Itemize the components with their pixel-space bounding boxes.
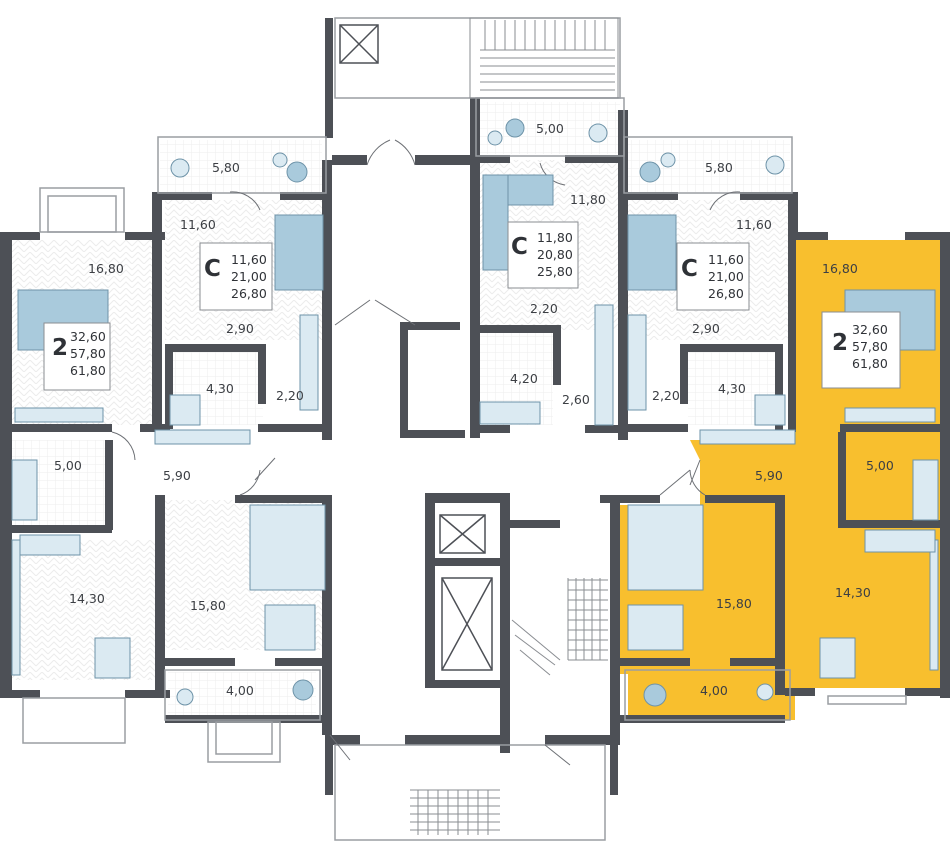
room-area-label: 15,80	[190, 598, 226, 613]
room-area-label: 2,20	[652, 388, 680, 403]
apartment-card-center-studio[interactable]: С 11,80 20,80 25,80	[507, 221, 579, 289]
room-area-label: 14,30	[835, 585, 871, 600]
room-area-label: 4,30	[718, 381, 746, 396]
room-area-label: 4,20	[510, 371, 538, 386]
furniture	[11, 118, 939, 707]
apartment-card-right-2room[interactable]: 2 32,60 57,80 61,80	[821, 311, 901, 389]
room-area-label: 5,90	[755, 468, 783, 483]
apartment-area-living: 11,60	[708, 252, 744, 267]
room-labels: 5,80 11,60 2,90 4,30 2,20 16,80 5,00 5,9…	[54, 121, 894, 698]
stairs	[410, 17, 619, 835]
room-area-label: 2,90	[692, 321, 720, 336]
apartment-area-living: 11,60	[231, 252, 267, 267]
doors	[111, 139, 741, 766]
room-area-label: 11,60	[180, 217, 216, 232]
apartment-area-total: 21,00	[708, 269, 744, 284]
room-area-label: 4,30	[206, 381, 234, 396]
apartment-card-left-studio[interactable]: С 11,60 21,00 26,80	[199, 242, 273, 311]
apartment-area-full: 61,80	[70, 363, 106, 378]
room-area-label: 16,80	[88, 261, 124, 276]
apartment-area-total: 21,00	[231, 269, 267, 284]
apartment-type-label: С	[681, 256, 698, 282]
apartment-area-total: 57,80	[70, 346, 106, 361]
apartment-area-living: 32,60	[70, 329, 106, 344]
room-area-label: 4,00	[226, 683, 254, 698]
room-area-label: 5,80	[705, 160, 733, 175]
room-area-label: 5,00	[866, 458, 894, 473]
room-area-label: 5,80	[212, 160, 240, 175]
room-area-label: 11,60	[736, 217, 772, 232]
apartment-type-label: 2	[832, 330, 848, 356]
apartment-area-full: 26,80	[708, 286, 744, 301]
apartment-area-full: 61,80	[852, 356, 888, 371]
room-area-label: 5,00	[54, 458, 82, 473]
room-area-label: 4,00	[700, 683, 728, 698]
apartment-area-total: 57,80	[852, 339, 888, 354]
apartment-area-living: 11,80	[537, 230, 573, 245]
apartment-card-right-studio[interactable]: С 11,60 21,00 26,80	[676, 242, 750, 311]
walls	[0, 18, 950, 795]
room-area-label: 11,80	[570, 192, 606, 207]
room-area-label: 5,90	[163, 468, 191, 483]
elevator-shafts	[339, 24, 493, 671]
room-area-label: 16,80	[822, 261, 858, 276]
apartment-area-living: 32,60	[852, 322, 888, 337]
room-area-label: 5,00	[536, 121, 564, 136]
apartment-card-left-2room[interactable]: 2 32,60 57,80 61,80	[43, 322, 111, 391]
apartment-area-full: 26,80	[231, 286, 267, 301]
room-area-label: 14,30	[69, 591, 105, 606]
apartment-area-full: 25,80	[537, 264, 573, 279]
room-area-label: 2,90	[226, 321, 254, 336]
apartment-area-total: 20,80	[537, 247, 573, 262]
apartment-type-label: С	[204, 256, 221, 282]
apartment-type-label: 2	[52, 335, 68, 361]
room-area-label: 2,20	[530, 301, 558, 316]
apartment-type-label: С	[511, 234, 528, 260]
room-area-label: 2,20	[276, 388, 304, 403]
room-area-label: 15,80	[716, 596, 752, 611]
room-area-label: 2,60	[562, 392, 590, 407]
